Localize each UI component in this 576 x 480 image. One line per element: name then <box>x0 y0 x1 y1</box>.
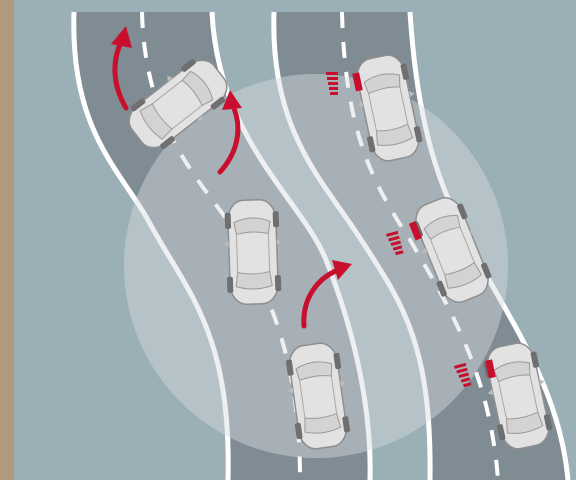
car-left-roadway-middle <box>221 198 285 306</box>
lane-change-arrow-top-left <box>111 26 132 111</box>
right-roadway-lane-divider <box>340 11 500 480</box>
lane-change-arrow-middle <box>217 90 242 175</box>
brake-light-bottom <box>485 359 496 379</box>
lane-change-arrow-bottom <box>301 260 352 329</box>
right-roadway-edge-left <box>271 11 433 480</box>
brake-light-middle <box>408 221 423 241</box>
brake-light-top <box>352 72 363 92</box>
left-roadway-edge-left <box>71 11 231 480</box>
left-edge-strip <box>0 0 14 480</box>
